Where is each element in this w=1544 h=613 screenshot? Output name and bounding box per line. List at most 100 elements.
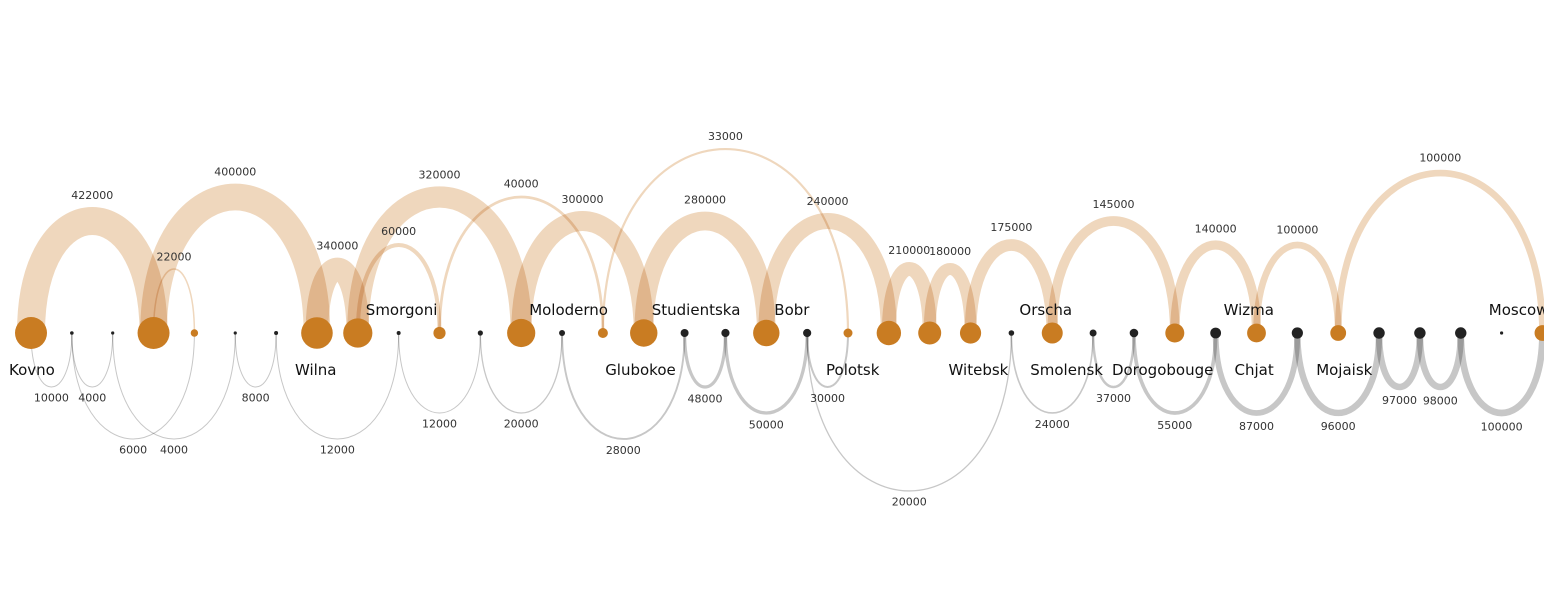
retreat-value-label: 4000 <box>160 444 188 457</box>
advance-value-label: 210000 <box>888 244 930 257</box>
advance-stop-node <box>1534 325 1544 341</box>
advance-arc <box>511 211 654 343</box>
advance-value-label: 280000 <box>684 194 726 207</box>
retreat-stop-node <box>274 331 279 335</box>
retreat-arc <box>1212 330 1301 416</box>
retreat-arc <box>806 332 1013 492</box>
city-label: Kovno <box>9 361 55 379</box>
advance-stop-node <box>876 320 902 346</box>
city-label: Smolensk <box>1030 361 1103 379</box>
retreat-value-label: 97000 <box>1382 394 1417 407</box>
retreat-stop-node <box>680 329 689 337</box>
retreat-arc <box>71 332 195 440</box>
retreat-arcs <box>30 329 1544 492</box>
retreat-stop-node <box>1373 327 1385 339</box>
advance-stop-node <box>1165 323 1185 343</box>
retreat-arc <box>479 332 563 414</box>
retreat-value-label: 37000 <box>1096 392 1131 405</box>
retreat-arc <box>30 332 73 388</box>
city-label: Orscha <box>1019 301 1072 319</box>
advance-value-label: 180000 <box>929 245 971 258</box>
advance-stop-node <box>433 326 446 340</box>
retreat-stop-node <box>1210 327 1222 339</box>
retreat-arc <box>71 332 114 388</box>
retreat-stop-node <box>1291 327 1303 339</box>
city-label: Studientska <box>652 301 741 319</box>
retreat-stop-node <box>233 331 237 335</box>
city-label: Polotsk <box>826 361 880 379</box>
advance-stop-node <box>15 317 47 349</box>
retreat-arc <box>398 332 481 414</box>
retreat-stop-node <box>396 331 401 335</box>
retreat-arc <box>1416 329 1464 391</box>
retreat-stop-node <box>1089 329 1097 337</box>
retreat-stop-node <box>1129 328 1139 338</box>
retreat-stop-node <box>1455 327 1467 339</box>
value-labels: 4220002200040000034000060000320000400003… <box>34 130 1523 509</box>
retreat-value-label: 20000 <box>504 418 539 431</box>
stop-nodes <box>15 317 1544 349</box>
advance-arc <box>1170 240 1262 338</box>
retreat-arc <box>1294 329 1383 417</box>
city-label: Witebsk <box>949 361 1009 379</box>
advance-value-label: 100000 <box>1419 152 1461 165</box>
advance-value-label: 422000 <box>71 189 113 202</box>
retreat-value-label: 96000 <box>1321 420 1356 433</box>
advance-value-label: 33000 <box>708 130 743 143</box>
retreat-value-label: 28000 <box>606 444 641 457</box>
retreat-value-label: 48000 <box>688 393 723 406</box>
advance-arc <box>601 147 850 335</box>
advance-arc <box>17 207 168 347</box>
retreat-value-label: 55000 <box>1157 419 1192 432</box>
retreat-value-label: 4000 <box>78 392 106 405</box>
city-label: Chjat <box>1235 361 1274 379</box>
advance-arc <box>758 213 897 341</box>
retreat-arc <box>1132 331 1218 415</box>
advance-value-label: 40000 <box>504 178 539 191</box>
advance-value-label: 145000 <box>1093 198 1135 211</box>
advance-value-label: 100000 <box>1276 224 1318 237</box>
retreat-arc <box>1457 329 1544 417</box>
advance-arc <box>964 239 1059 339</box>
advance-stop-node <box>753 319 780 347</box>
advance-value-label: 300000 <box>561 193 603 206</box>
advance-stop-node <box>843 328 853 338</box>
retreat-stop-node <box>1414 327 1426 339</box>
advance-stop-node <box>301 317 333 349</box>
retreat-value-label: 20000 <box>892 496 927 509</box>
retreat-value-label: 30000 <box>810 392 845 405</box>
advance-stop-node <box>1041 322 1063 344</box>
advance-stop-node <box>190 329 199 337</box>
retreat-arc <box>112 332 236 440</box>
advance-stop-node <box>343 318 373 348</box>
advance-arc <box>1334 169 1544 337</box>
city-label: Moscow <box>1489 301 1544 319</box>
city-label: Mojaisk <box>1316 361 1372 379</box>
retreat-value-label: 6000 <box>119 444 147 457</box>
retreat-stop-node <box>70 331 74 335</box>
advance-stop-node <box>597 328 608 338</box>
retreat-stop-node <box>111 331 115 335</box>
advance-stop-node <box>137 317 170 349</box>
advance-value-label: 22000 <box>156 250 191 263</box>
city-label: Dorogobouge <box>1112 361 1213 379</box>
advance-stop-node <box>959 322 982 344</box>
retreat-value-label: 8000 <box>242 392 270 405</box>
advance-arc <box>634 211 776 343</box>
advance-value-label: 140000 <box>1195 222 1237 235</box>
retreat-stop-node <box>803 328 812 338</box>
advance-arc <box>438 195 605 335</box>
advance-value-label: 240000 <box>807 195 849 208</box>
retreat-arc <box>1091 331 1136 389</box>
retreat-stop-node <box>1500 331 1504 335</box>
retreat-stop-node <box>477 330 483 336</box>
city-label: Moloderno <box>529 301 608 319</box>
retreat-arc <box>723 331 809 415</box>
retreat-arc <box>806 332 849 388</box>
retreat-value-label: 100000 <box>1481 420 1523 433</box>
retreat-value-label: 24000 <box>1035 418 1070 431</box>
advance-stop-node <box>507 318 536 348</box>
retreat-stop-node <box>1008 330 1015 336</box>
retreat-arc <box>234 332 277 388</box>
advance-stop-node <box>1330 325 1347 341</box>
